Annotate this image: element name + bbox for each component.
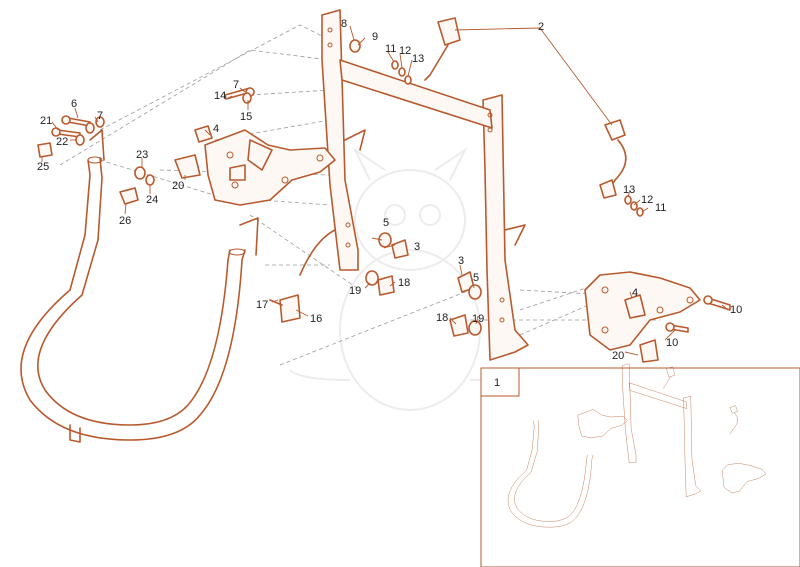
callout-16: 16 <box>310 313 322 325</box>
callout-6: 6 <box>71 98 77 110</box>
callout-24: 24 <box>146 194 158 206</box>
callout-1: 1 <box>494 377 500 389</box>
callout-labels: 1 2 3 3 4 4 5 5 6 7 7 8 9 10 10 11 11 12… <box>37 18 742 389</box>
lever-assembly <box>424 17 627 199</box>
callout-13: 13 <box>623 184 635 196</box>
callout-18: 18 <box>436 312 448 324</box>
upright-frame <box>321 9 529 361</box>
callout-7: 7 <box>233 79 239 91</box>
leader-lines <box>41 25 729 356</box>
callout-12: 12 <box>399 45 411 57</box>
callout-7: 7 <box>97 110 103 122</box>
callout-20: 20 <box>172 180 184 192</box>
mounting-plate-left <box>204 129 336 206</box>
callout-4: 4 <box>213 123 219 135</box>
callout-3: 3 <box>458 255 464 267</box>
callout-13: 13 <box>412 53 424 65</box>
callout-11: 11 <box>655 202 666 214</box>
callout-10: 10 <box>666 337 678 349</box>
callout-26: 26 <box>119 215 131 227</box>
callout-5: 5 <box>383 217 389 229</box>
callout-25: 25 <box>37 161 49 173</box>
callout-12: 12 <box>641 194 653 206</box>
callout-18: 18 <box>398 277 410 289</box>
callout-10: 10 <box>730 304 742 316</box>
callout-19: 19 <box>472 313 484 325</box>
callout-19: 19 <box>349 285 361 297</box>
callout-21: 21 <box>40 115 52 127</box>
stand-loop <box>20 129 259 443</box>
callout-8: 8 <box>341 18 347 30</box>
callout-22: 22 <box>56 136 68 148</box>
inset-overview-panel <box>480 363 800 567</box>
callout-17: 17 <box>256 299 268 311</box>
callout-9: 9 <box>372 31 378 43</box>
callout-4: 4 <box>632 287 638 299</box>
callout-14: 14 <box>214 90 226 102</box>
callout-20: 20 <box>612 350 624 362</box>
callout-5: 5 <box>473 272 479 284</box>
callout-3: 3 <box>414 241 420 253</box>
callout-23: 23 <box>136 149 148 161</box>
callout-15: 15 <box>240 111 252 123</box>
callout-11: 11 <box>385 43 396 55</box>
callout-2: 2 <box>538 21 544 33</box>
